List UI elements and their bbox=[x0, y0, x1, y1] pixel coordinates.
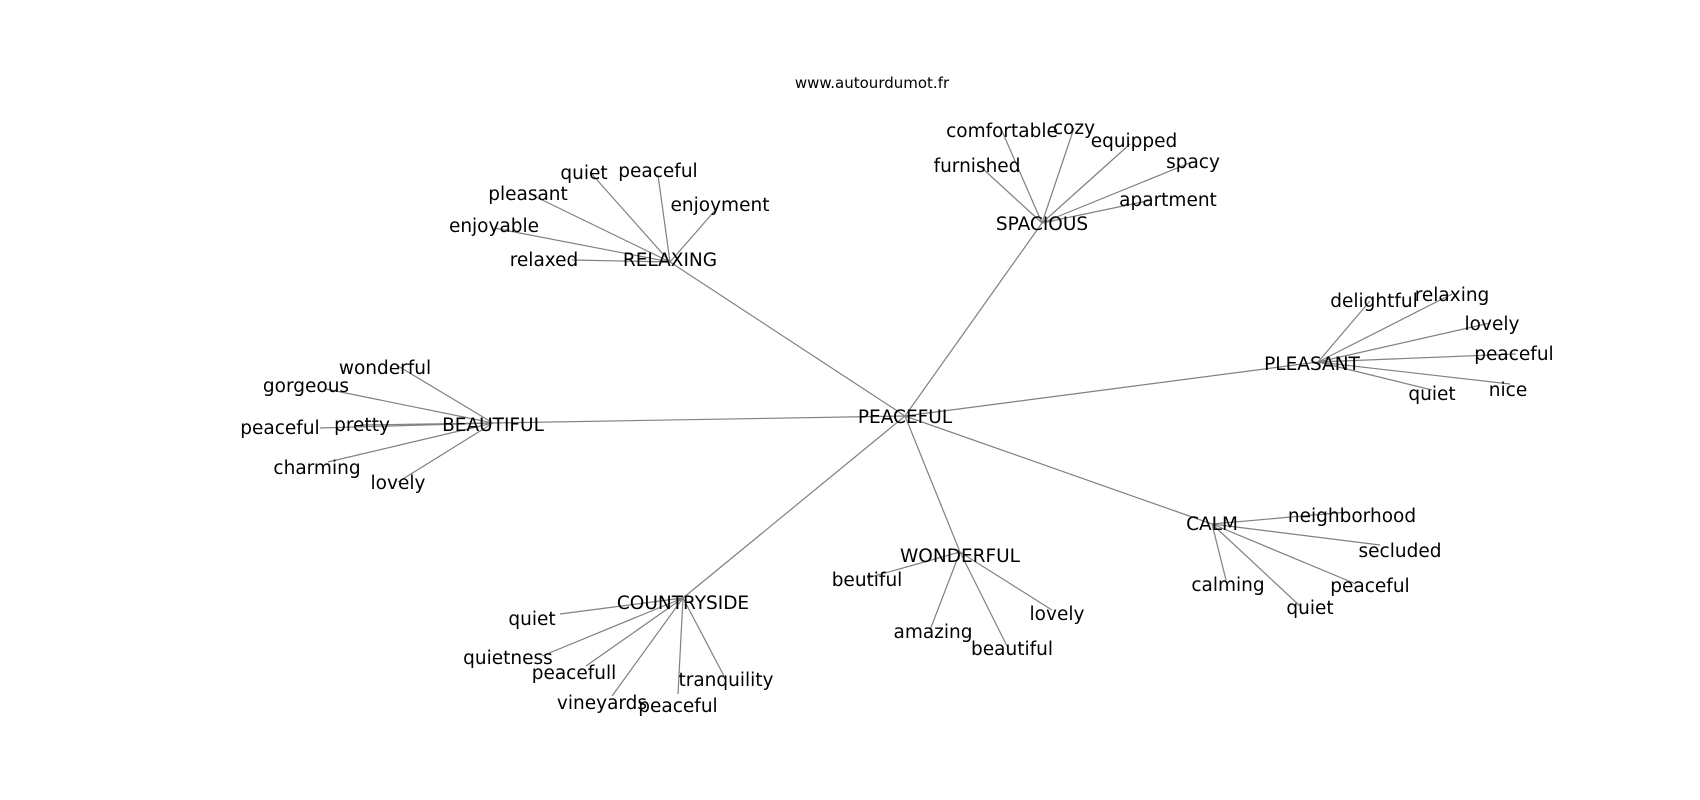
edge-pleasant-peaceful bbox=[1317, 353, 1517, 363]
edge-countryside-tranquility bbox=[682, 597, 725, 677]
node-beautiful-wonderful: wonderful bbox=[339, 358, 431, 379]
edges bbox=[319, 127, 1517, 697]
node-wonderful-amazing: amazing bbox=[893, 622, 972, 643]
node-beautiful-lovely: lovely bbox=[371, 473, 426, 494]
edge-beautiful-lovely bbox=[397, 422, 494, 483]
edge-wonderful-lovely bbox=[959, 551, 1053, 611]
node-calm-neighborhood: neighborhood bbox=[1288, 506, 1416, 527]
edge-wonderful-amazing bbox=[929, 551, 961, 631]
edge-relaxing-relaxed bbox=[571, 259, 671, 263]
node-beautiful-gorgeous: gorgeous bbox=[263, 376, 349, 397]
node-wonderful-lovely: lovely bbox=[1030, 604, 1085, 625]
edge-pleasant-delightful bbox=[1317, 300, 1371, 363]
node-pleasant-peaceful: peaceful bbox=[1474, 344, 1553, 365]
edge-relaxing-pleasant bbox=[533, 195, 671, 263]
edge-calm-quiet bbox=[1211, 523, 1301, 607]
hub-node-beautiful: BEAUTIFUL bbox=[442, 415, 545, 436]
node-relaxing-pleasant: pleasant bbox=[488, 184, 568, 205]
edge-calm-neighborhood bbox=[1211, 511, 1349, 525]
edge-beautiful-gorgeous bbox=[325, 388, 494, 424]
edge-calm-peaceful bbox=[1211, 523, 1357, 585]
node-relaxing-enjoyment: enjoyment bbox=[671, 195, 770, 216]
edge-spacious-cozy bbox=[1041, 127, 1075, 224]
node-beautiful-pretty: pretty bbox=[334, 415, 390, 436]
edge-spacious-comfortable bbox=[1001, 130, 1043, 224]
source-url: www.autourdumot.fr bbox=[795, 74, 950, 92]
edge-pleasant-quiet bbox=[1317, 361, 1433, 391]
node-calm-calming: calming bbox=[1191, 575, 1264, 596]
edge-peaceful-spacious bbox=[904, 222, 1043, 417]
node-relaxing-quiet: quiet bbox=[560, 163, 607, 184]
edge-peaceful-pleasant bbox=[904, 361, 1319, 417]
hub-node-pleasant: PLEASANT bbox=[1264, 354, 1360, 375]
node-wonderful-beautiful: beautiful bbox=[971, 639, 1053, 660]
edge-spacious-equipped bbox=[1041, 143, 1131, 224]
edge-countryside-quiet bbox=[559, 597, 684, 615]
edge-peaceful-relaxing bbox=[669, 261, 906, 417]
edge-relaxing-enjoyment bbox=[669, 206, 719, 263]
edge-spacious-furnished bbox=[981, 167, 1043, 224]
node-pleasant-quiet: quiet bbox=[1408, 384, 1455, 405]
edge-countryside-vineyards bbox=[611, 597, 684, 697]
edge-wonderful-beutiful bbox=[866, 551, 961, 579]
hub-node-spacious: SPACIOUS bbox=[996, 214, 1088, 235]
node-countryside-peacefull: peacefull bbox=[532, 663, 617, 684]
edge-beautiful-pretty bbox=[359, 422, 494, 426]
edge-relaxing-quiet bbox=[589, 171, 671, 263]
node-pleasant-nice: nice bbox=[1489, 380, 1527, 401]
node-countryside-quietness: quietness bbox=[463, 648, 553, 669]
hub-node-relaxing: RELAXING bbox=[623, 250, 717, 271]
node-countryside-tranquility: tranquility bbox=[678, 670, 773, 691]
edge-relaxing-peaceful bbox=[657, 174, 671, 263]
node-spacious-furnished: furnished bbox=[934, 156, 1021, 177]
edge-beautiful-charming bbox=[327, 422, 494, 463]
node-spacious-apartment: apartment bbox=[1119, 190, 1217, 211]
hub-node-countryside: COUNTRYSIDE bbox=[617, 593, 749, 614]
edge-countryside-peaceful bbox=[677, 597, 684, 695]
edge-peaceful-countryside bbox=[682, 415, 906, 599]
node-countryside-peaceful: peaceful bbox=[638, 696, 717, 717]
edge-peaceful-wonderful bbox=[904, 415, 961, 553]
node-spacious-spacy: spacy bbox=[1166, 152, 1220, 173]
edge-spacious-apartment bbox=[1041, 199, 1153, 224]
edge-countryside-quietness bbox=[541, 597, 684, 657]
edge-relaxing-enjoyable bbox=[493, 227, 671, 263]
edge-peaceful-calm bbox=[904, 415, 1213, 525]
edge-calm-secluded bbox=[1211, 523, 1381, 546]
edge-spacious-spacy bbox=[1041, 161, 1193, 224]
edge-countryside-peacefull bbox=[585, 597, 684, 667]
node-countryside-vineyards: vineyards bbox=[557, 693, 647, 714]
node-calm-peaceful: peaceful bbox=[1330, 576, 1409, 597]
edge-wonderful-beautiful bbox=[959, 551, 1009, 649]
node-countryside-quiet: quiet bbox=[508, 609, 555, 630]
node-relaxing-relaxed: relaxed bbox=[510, 250, 579, 271]
edge-peaceful-beautiful bbox=[492, 415, 906, 424]
edge-pleasant-lovely bbox=[1317, 322, 1491, 363]
node-beautiful-peaceful: peaceful bbox=[240, 418, 319, 439]
node-pleasant-lovely: lovely bbox=[1465, 314, 1520, 335]
node-calm-quiet: quiet bbox=[1286, 598, 1333, 619]
node-beautiful-charming: charming bbox=[273, 458, 360, 479]
edge-beautiful-wonderful bbox=[397, 365, 494, 424]
node-calm-secluded: secluded bbox=[1359, 541, 1442, 562]
center-node-peaceful: PEACEFUL bbox=[858, 407, 953, 428]
edge-calm-calming bbox=[1211, 523, 1227, 581]
node-wonderful-beutiful: beutiful bbox=[832, 570, 903, 591]
node-relaxing-peaceful: peaceful bbox=[618, 161, 697, 182]
node-pleasant-delightful: delightful bbox=[1330, 291, 1418, 312]
node-spacious-equipped: equipped bbox=[1091, 131, 1178, 152]
edge-pleasant-nice bbox=[1317, 361, 1511, 385]
hub-node-calm: CALM bbox=[1186, 514, 1238, 535]
edge-pleasant-relaxing bbox=[1317, 293, 1453, 363]
node-spacious-comfortable: comfortable bbox=[946, 121, 1058, 142]
node-spacious-cozy: cozy bbox=[1053, 118, 1095, 139]
node-relaxing-enjoyable: enjoyable bbox=[449, 216, 539, 237]
hub-node-wonderful: WONDERFUL bbox=[900, 546, 1021, 567]
node-pleasant-relaxing: relaxing bbox=[1415, 285, 1490, 306]
